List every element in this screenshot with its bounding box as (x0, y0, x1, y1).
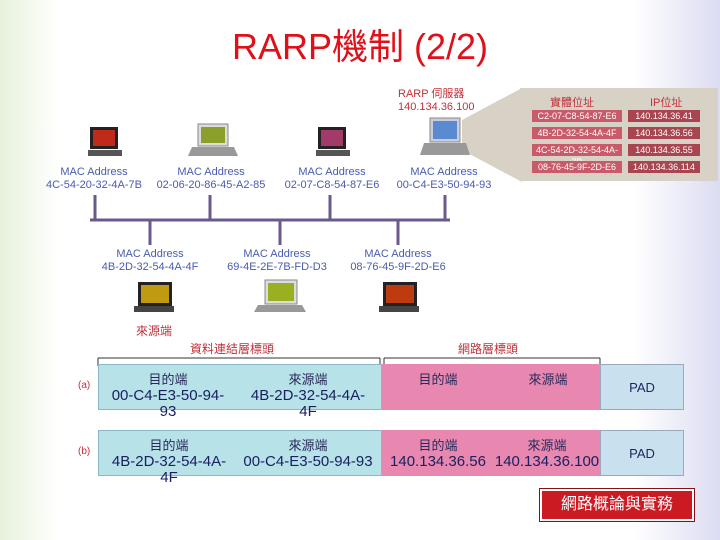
table-cell: 140.134.36.56 (628, 127, 700, 139)
rarp-server-label: RARP 伺服器 140.134.36.100 (398, 88, 474, 114)
frame-b-network-header (382, 430, 600, 476)
zoom-wedge (462, 88, 522, 182)
frame-a-network-header (382, 364, 600, 410)
table-cell: 140.134.36.41 (628, 110, 700, 122)
table-cell: 4B-2D-32-54-4A-4F (532, 127, 622, 139)
source-label: 來源端 (136, 324, 173, 338)
table-cell: 4C-54-2D-32-54-4A-7B (532, 144, 622, 167)
table-header-ip: IP位址 (650, 97, 683, 109)
frame-b-pad: PAD (600, 430, 684, 476)
source-computer-icon (134, 282, 174, 312)
frame-a-nw-dst: 目的端 (418, 372, 458, 387)
table-cell: 140.134.36.55 (628, 144, 700, 156)
table-header-mac: 實體位址 (550, 97, 594, 109)
laptop-icon (254, 279, 306, 312)
network-header-label: 網路層標頭 (458, 342, 519, 356)
frame-a-mark: (a) (78, 380, 91, 391)
rarp-mapping-table: 實體位址 IP位址 C2-07-C8-54-87-E6 140.134.36.4… (520, 88, 718, 181)
server-laptop-icon (420, 117, 470, 155)
server-name: RARP 伺服器 (398, 88, 465, 100)
frame-a-pad: PAD (600, 364, 684, 410)
frame-a-nw-src: 來源端 (528, 372, 568, 387)
computer-icon (316, 127, 350, 156)
frame-b-mark: (b) (78, 446, 91, 457)
frame-b-datalink-header (98, 430, 382, 476)
datalink-header-label: 資料連結層標頭 (190, 342, 275, 356)
table-cell: 08-76-45-9F-2D-E6 (532, 161, 622, 173)
table-cell: C2-07-C8-54-87-E6 (532, 110, 622, 122)
frame-a-datalink-header (98, 364, 382, 410)
table-cell: 140.134.36.114 (628, 161, 700, 173)
course-title-badge: 網路概論與實務 (540, 489, 694, 521)
computer-icon (88, 127, 122, 156)
laptop-icon (188, 123, 238, 156)
server-ip: 140.134.36.100 (398, 101, 475, 113)
page-title: RARP機制 (2/2) (231, 26, 489, 67)
computer-icon (379, 282, 419, 312)
